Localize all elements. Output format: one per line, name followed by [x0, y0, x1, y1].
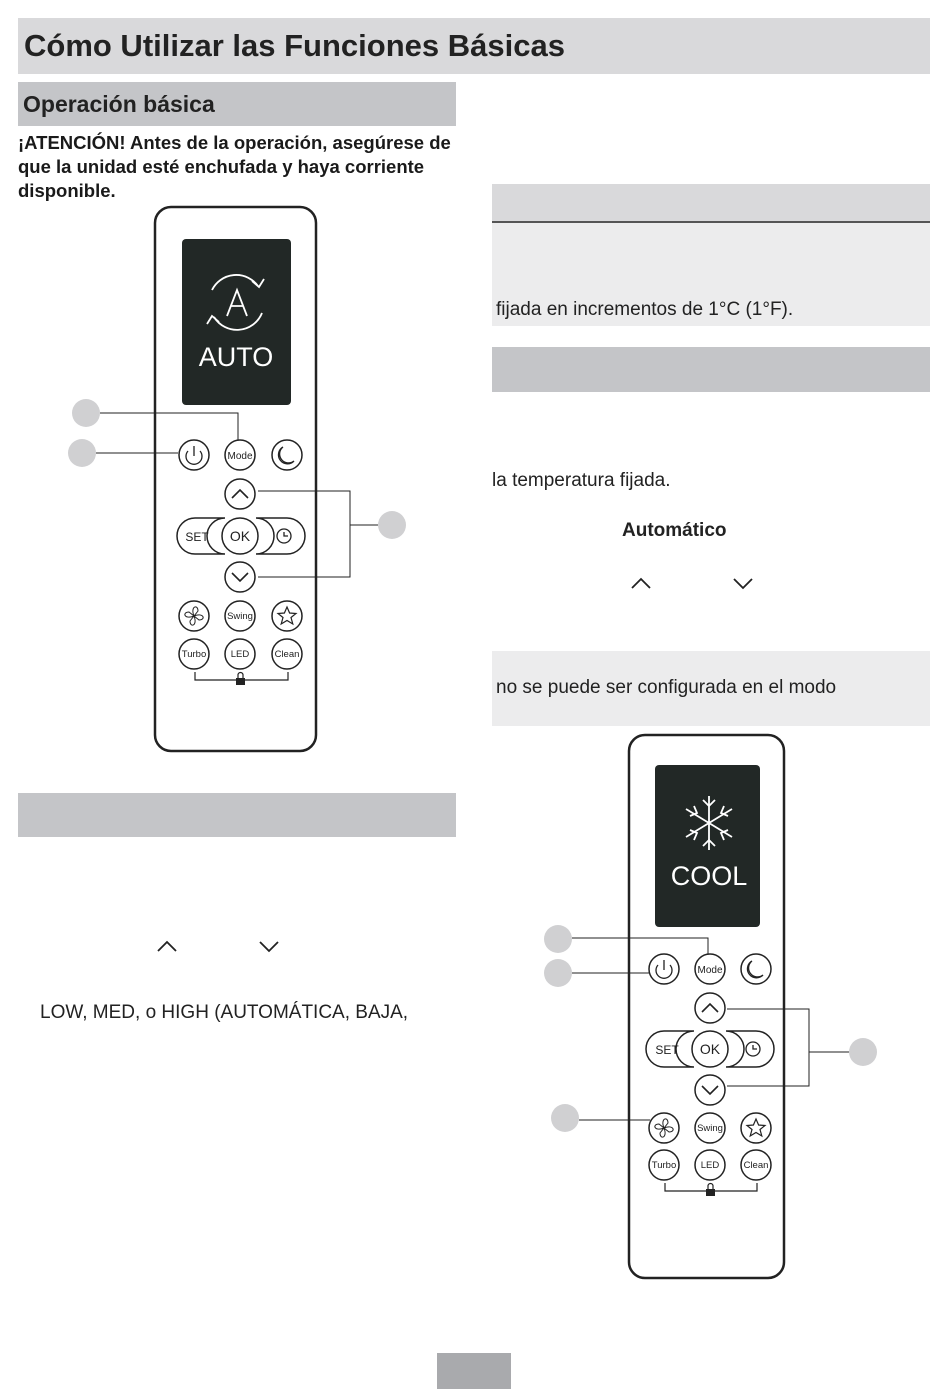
chevron-down-icon — [701, 1085, 719, 1096]
swing-button[interactable]: Swing — [694, 1112, 726, 1144]
arrow-hints — [157, 940, 279, 953]
callout-marker — [544, 959, 572, 987]
star-icon — [276, 605, 298, 626]
callout-marker — [68, 439, 96, 467]
set-button[interactable] — [645, 1030, 695, 1068]
turbo-button[interactable]: Turbo — [178, 638, 210, 670]
callout-marker — [72, 399, 100, 427]
chevron-up-icon — [157, 940, 177, 952]
ok-button-label: OK — [700, 1041, 721, 1057]
remote-control-cool: COOL Mode SET OK Swing — [544, 733, 877, 1280]
led-button-label: LED — [231, 649, 250, 660]
chevron-up-icon — [631, 577, 651, 589]
power-icon — [655, 960, 673, 979]
sleep-button[interactable] — [271, 439, 303, 471]
power-icon — [185, 446, 203, 465]
led-button[interactable]: LED — [224, 638, 256, 670]
timer-button[interactable] — [725, 1030, 775, 1068]
fan-button[interactable] — [648, 1112, 680, 1144]
page-number-block — [437, 1353, 511, 1389]
attention-notice: ¡ATENCIÓN! Antes de la operación, asegúr… — [18, 132, 451, 201]
ok-button-label: OK — [230, 528, 251, 544]
ok-button[interactable]: OK — [221, 517, 259, 555]
turbo-button[interactable]: Turbo — [648, 1149, 680, 1181]
star-icon — [745, 1117, 767, 1138]
up-button[interactable] — [224, 478, 256, 510]
favorite-button[interactable] — [740, 1112, 772, 1144]
clean-button-label: Clean — [275, 649, 300, 660]
remote-display — [655, 765, 760, 927]
favorite-button[interactable] — [271, 600, 303, 632]
moon-icon — [746, 960, 764, 979]
display-mode-text: COOL — [671, 861, 748, 891]
note-text: no se puede ser configurada en el modo — [496, 677, 837, 698]
set-button-label: SET — [185, 530, 209, 544]
timer-button[interactable] — [255, 517, 306, 555]
page-title-band: Cómo Utilizar las Funciones Básicas — [18, 18, 930, 74]
clean-button-label: Clean — [744, 1160, 769, 1171]
section-band-temp-body — [492, 223, 930, 326]
section-band-temp-header — [492, 184, 930, 221]
snowflake-icon — [685, 796, 733, 850]
note-band — [492, 651, 930, 726]
lock-icon — [236, 671, 245, 685]
fan-icon — [184, 606, 204, 626]
clock-icon — [745, 1041, 761, 1057]
auto-mode-icon — [206, 274, 265, 331]
mode-button[interactable]: Mode — [224, 439, 256, 471]
led-button-label: LED — [701, 1160, 720, 1171]
lock-icon — [706, 1182, 715, 1196]
ok-button[interactable]: OK — [691, 1030, 729, 1068]
clean-button[interactable]: Clean — [740, 1149, 772, 1181]
power-button[interactable] — [178, 439, 210, 471]
page-title: Cómo Utilizar las Funciones Básicas — [24, 28, 565, 63]
set-button[interactable] — [176, 517, 226, 555]
auto-label: Automático — [622, 520, 727, 541]
turbo-button-label: Turbo — [652, 1160, 676, 1171]
remote-control-auto: AUTO Mode SET OK Swing — [68, 205, 406, 753]
callout-marker — [849, 1038, 877, 1066]
callout-marker — [544, 925, 572, 953]
clean-button[interactable]: Clean — [271, 638, 303, 670]
callout-marker — [551, 1104, 579, 1132]
divider — [492, 221, 930, 223]
chevron-up-icon — [701, 1002, 719, 1013]
chevron-down-icon — [733, 578, 753, 590]
callout-marker — [378, 511, 406, 539]
down-button[interactable] — [694, 1074, 726, 1106]
swing-button-label: Swing — [697, 1123, 723, 1134]
swing-button[interactable]: Swing — [224, 600, 256, 632]
display-mode-text: AUTO — [199, 342, 274, 372]
fan-button[interactable] — [178, 600, 210, 632]
remote-display — [182, 239, 291, 405]
section-band-auto — [492, 347, 930, 392]
fan-speed-text: LOW, MED, o HIGH (AUTOMÁTICA, BAJA, — [40, 1002, 409, 1023]
turbo-button-label: Turbo — [182, 649, 206, 660]
power-button[interactable] — [648, 953, 680, 985]
led-button[interactable]: LED — [694, 1149, 726, 1181]
mode-button-label: Mode — [227, 451, 252, 462]
section-band-fan — [18, 793, 456, 837]
section-heading-text: Operación básica — [23, 91, 215, 117]
arrow-hints — [631, 577, 753, 590]
sleep-button[interactable] — [740, 953, 772, 985]
swing-button-label: Swing — [227, 611, 253, 622]
fan-icon — [654, 1118, 674, 1138]
temp-increment-text: fijada en incrementos de 1°C (1°F). — [496, 299, 794, 320]
chevron-down-icon — [259, 941, 279, 953]
mode-button[interactable]: Mode — [694, 953, 726, 985]
temp-fixed-text: la temperatura fijada. — [492, 470, 671, 491]
down-button[interactable] — [224, 561, 256, 593]
chevron-down-icon — [231, 572, 249, 583]
moon-icon — [277, 446, 295, 465]
chevron-up-icon — [231, 488, 249, 499]
set-button-label: SET — [655, 1043, 679, 1057]
section-heading-basic-operation: Operación básica — [18, 82, 456, 126]
mode-button-label: Mode — [697, 965, 722, 976]
clock-icon — [276, 528, 292, 544]
up-button[interactable] — [694, 992, 726, 1024]
